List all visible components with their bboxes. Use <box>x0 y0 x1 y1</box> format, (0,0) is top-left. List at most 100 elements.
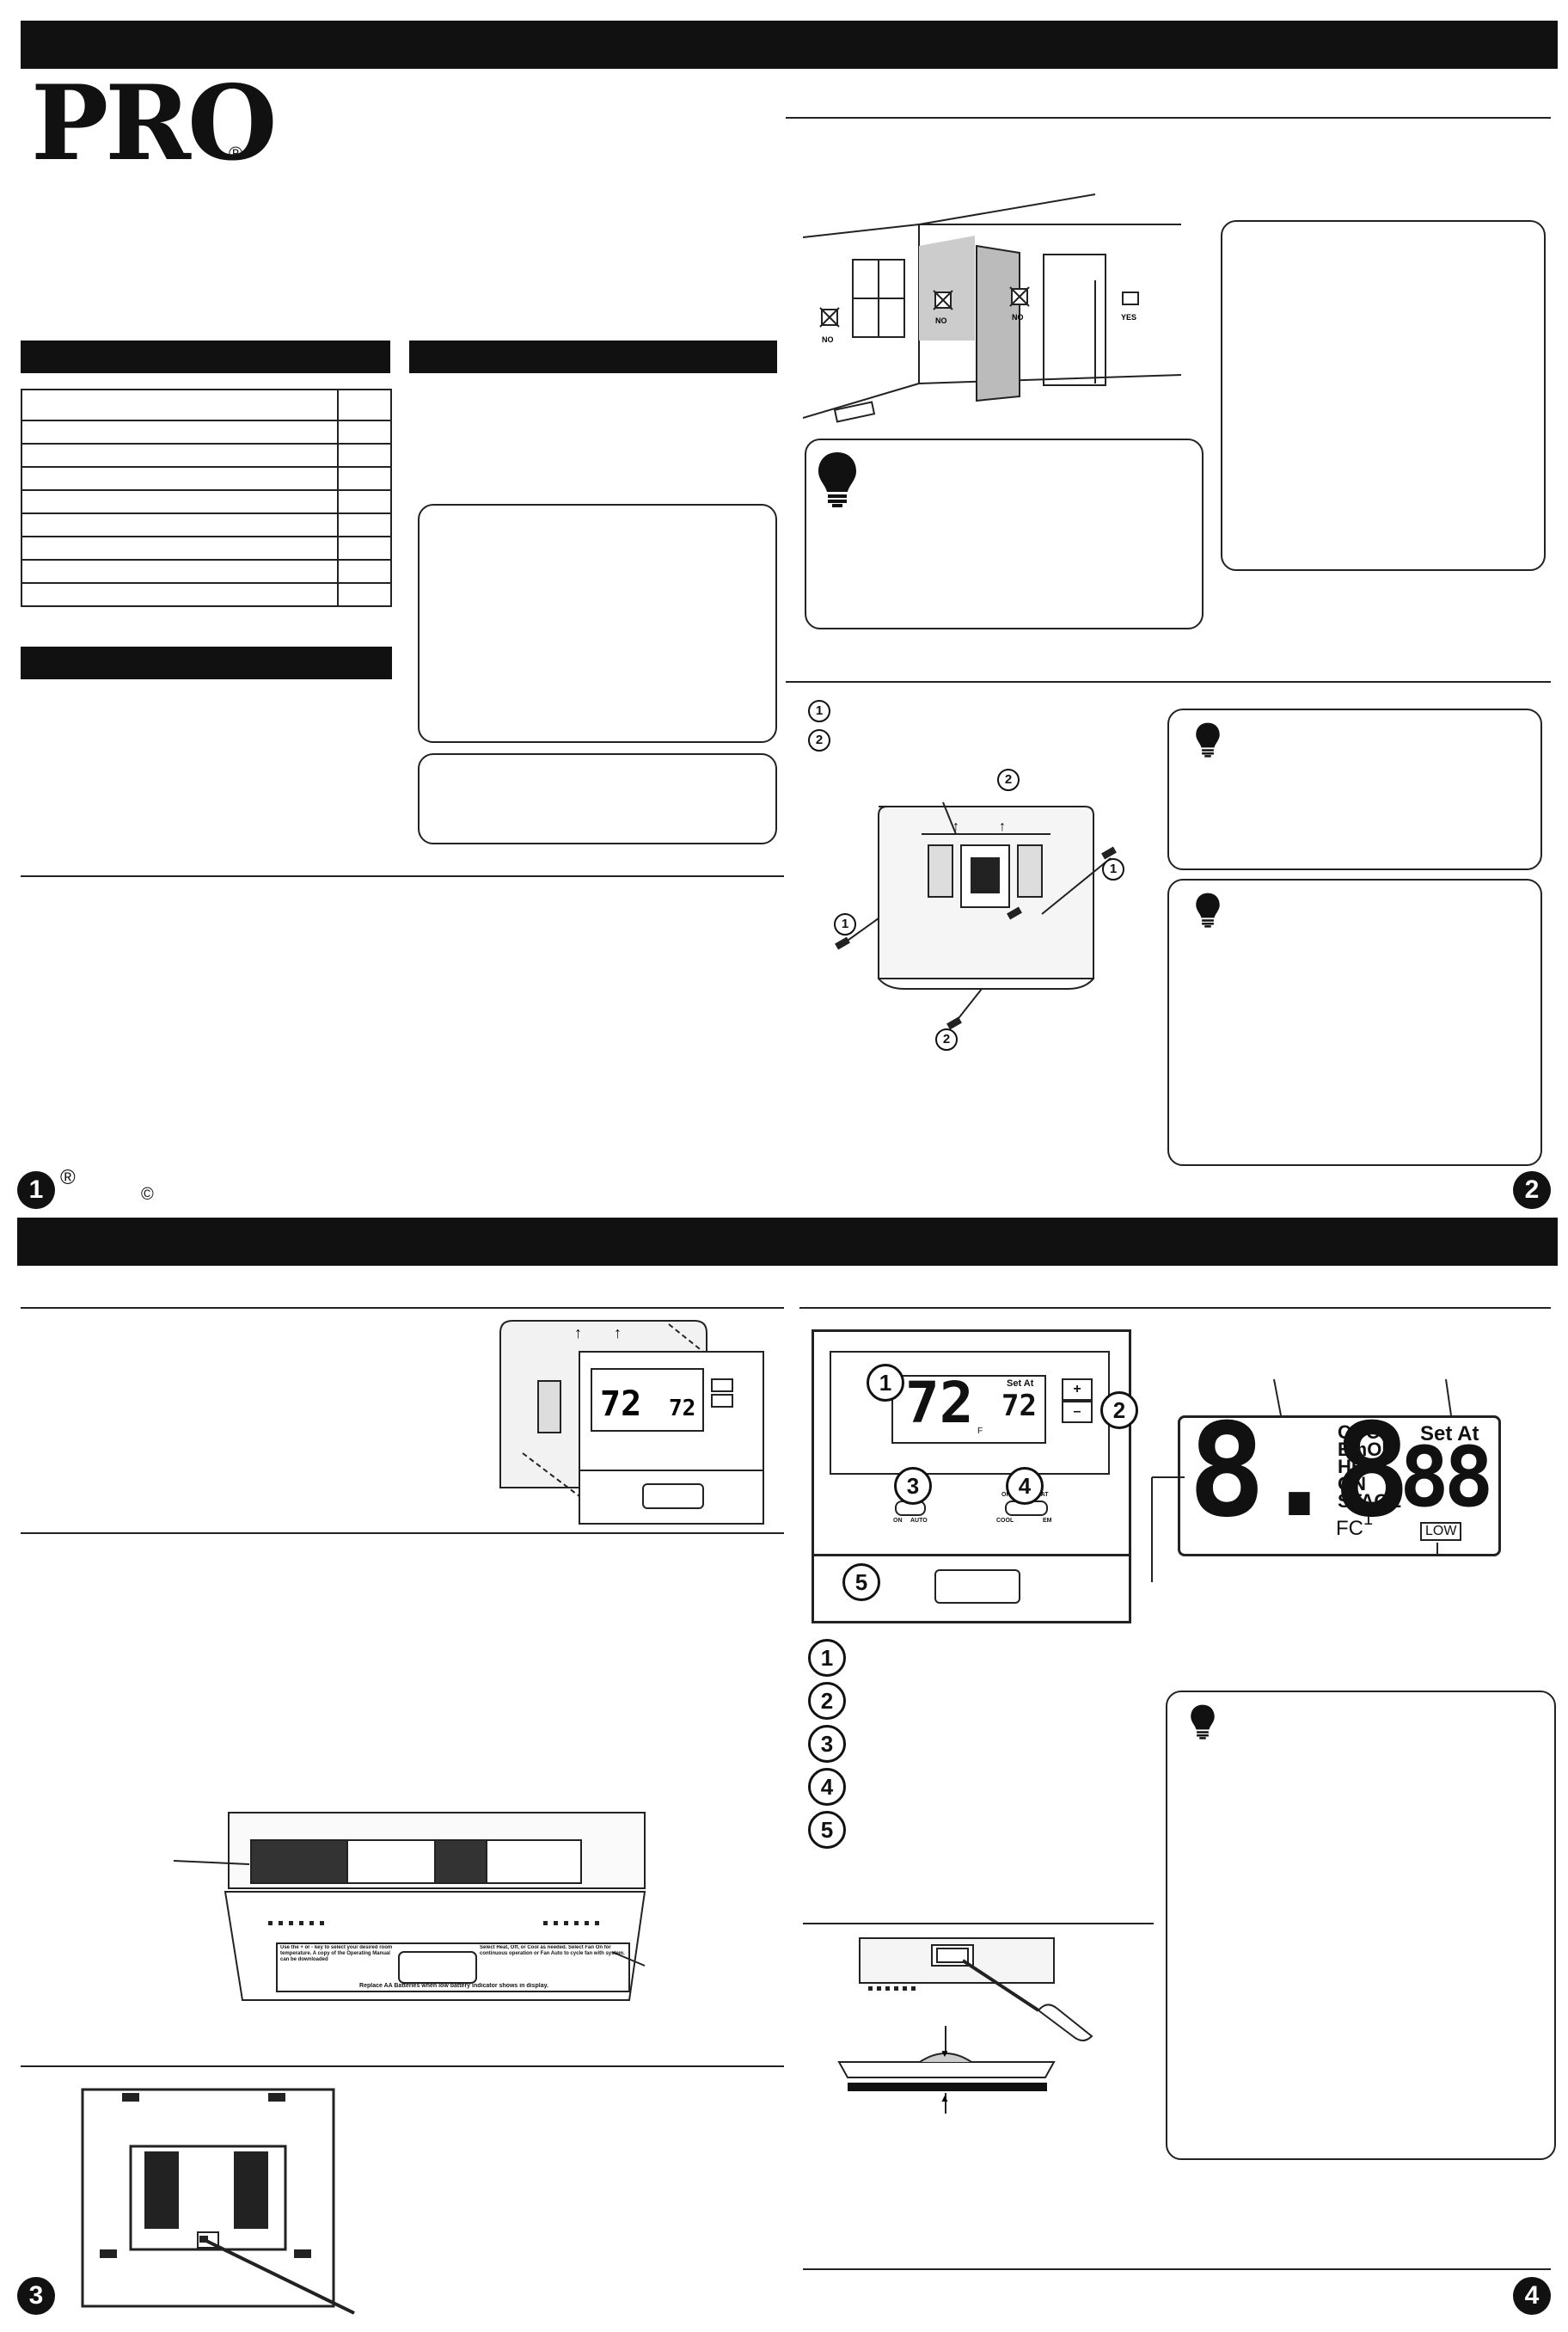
location-notes-box <box>1221 220 1546 571</box>
footer-copyright-mark: © <box>141 1185 154 1204</box>
screwdriver-removal-drawing: ▼ ▲ <box>837 1937 1093 2114</box>
divider-mounting-top <box>786 681 1551 683</box>
table-row <box>22 390 390 421</box>
lcd-fc-indicator: FC <box>1336 1517 1363 1540</box>
mount-callout-1-left: 1 <box>834 913 856 936</box>
lcd-mode-on: ON <box>1338 1473 1366 1494</box>
divider-page4-bottom <box>803 2268 1551 2270</box>
tip-box-location <box>805 439 1204 629</box>
callout-1: 1 <box>867 1364 904 1402</box>
tip-box-display <box>1166 1691 1556 2160</box>
svg-text:↑: ↑ <box>574 1324 582 1341</box>
legend-number-1: 1 <box>808 1639 846 1677</box>
table-row <box>22 491 390 514</box>
info-box-small <box>418 753 777 844</box>
lightbulb-icon <box>818 452 856 507</box>
lightbulb-icon <box>1191 1704 1215 1740</box>
temperature-unit: F <box>977 1427 983 1436</box>
mount-callout-1-right: 1 <box>1102 858 1124 881</box>
legend-number-2: 2 <box>808 1682 846 1720</box>
room-temperature: 72 <box>905 1370 974 1436</box>
low-battery-indicator: LOW <box>1420 1522 1462 1541</box>
location-label-no-3: NO <box>1012 313 1024 322</box>
page-number-3: 3 <box>17 2277 55 2315</box>
divider-page4-top <box>799 1307 1551 1309</box>
mount-callout-2-top: 2 <box>997 769 1020 791</box>
pro-logo: PRO <box>31 72 277 175</box>
attach-room-temp: 72 <box>600 1384 641 1424</box>
location-label-yes: YES <box>1121 313 1136 322</box>
mount-callout-2-bottom: 2 <box>935 1028 958 1051</box>
svg-text:↑: ↑ <box>952 819 959 834</box>
lcd-set-at-label: Set At <box>1420 1422 1479 1445</box>
temp-up-button[interactable]: + <box>1062 1378 1093 1401</box>
section-bar-contents <box>21 341 390 373</box>
divider-page1 <box>21 875 784 877</box>
battery-label-left-text: Use the + or - key to select your desire… <box>280 1945 393 1962</box>
battery-label-right-text: Select Heat, Off, or Cool as needed. Sel… <box>480 1945 625 1956</box>
legend-number-3: 3 <box>808 1725 846 1763</box>
divider-location-top <box>786 117 1551 119</box>
battery-compartment-drawing: Use the + or - key to select your desire… <box>174 1812 646 2001</box>
lcd-mode-stage: STAGE <box>1338 1490 1402 1512</box>
lcd-stage-number: 1 <box>1363 1510 1374 1529</box>
location-label-no-2: NO <box>935 316 947 325</box>
thermostat-back-drawing <box>81 2088 355 2315</box>
thermostat-bottom-panel <box>814 1554 1129 1623</box>
contents-table <box>21 389 392 607</box>
lcd-leader-lines <box>1151 1378 1452 1582</box>
section-bar-specs <box>409 341 777 373</box>
divider-battery-top <box>21 1532 784 1534</box>
lightbulb-icon <box>1196 893 1220 928</box>
temp-down-button[interactable]: – <box>1062 1401 1093 1423</box>
fan-label-auto: AUTO <box>910 1518 928 1524</box>
battery-door-button[interactable] <box>934 1569 1020 1604</box>
set-temperature: 72 <box>1001 1389 1037 1423</box>
tip-box-mount-1 <box>1167 709 1542 870</box>
logo-text: PRO <box>31 63 277 184</box>
legend-number-5: 5 <box>808 1811 846 1849</box>
lcd-mode-heat: HEAT <box>1338 1456 1388 1477</box>
svg-text:↑: ↑ <box>614 1324 622 1341</box>
table-row <box>22 561 390 584</box>
callout-4: 4 <box>1006 1467 1044 1505</box>
bottom-header-bar <box>17 1218 1558 1266</box>
svg-text:↑: ↑ <box>999 819 1006 834</box>
callout-3: 3 <box>894 1467 932 1505</box>
table-row <box>22 537 390 561</box>
legend-number-4: 4 <box>808 1768 846 1806</box>
location-label-no-1: NO <box>822 335 834 344</box>
table-row <box>22 468 390 491</box>
step-number-2: 2 <box>808 729 830 752</box>
table-row <box>22 584 390 605</box>
lcd-big-digits: 8.8 <box>1188 1396 1411 1546</box>
callout-2: 2 <box>1100 1391 1138 1429</box>
lightbulb-icon <box>1196 722 1220 758</box>
lcd-detail <box>1178 1415 1501 1556</box>
attach-thermostat-drawing: 72 72 ↑ ↑ <box>499 1320 764 1525</box>
top-header-bar <box>21 21 1558 69</box>
step-number-1: 1 <box>808 700 830 722</box>
lcd-window <box>891 1375 1046 1444</box>
svg-text:▼: ▼ <box>940 2047 950 2059</box>
set-at-label: Set At <box>1007 1378 1034 1389</box>
fan-label-on: ON <box>893 1518 903 1524</box>
thermostat-location-diagram: NO NO NO YES <box>803 193 1182 423</box>
lcd-mode-emon: EmON <box>1338 1439 1396 1460</box>
wallplate-mounting-drawing: ↑ ↑ <box>835 801 1117 1030</box>
divider-page3-top <box>21 1307 784 1309</box>
page-number-1: 1 <box>17 1171 55 1209</box>
divider-removal-top <box>803 1923 1154 1924</box>
footer-registered-mark: ® <box>60 1166 76 1189</box>
system-label-em: EM <box>1043 1518 1052 1524</box>
table-row <box>22 445 390 468</box>
divider-backplate-top <box>21 2065 784 2067</box>
table-row <box>22 421 390 445</box>
system-label-cool: COOL <box>996 1518 1014 1524</box>
section-bar-notes <box>21 647 392 679</box>
lcd-mode-list: COOL EmON HEAT ON STAGE <box>1338 1423 1402 1512</box>
logo-registered-mark: ® <box>229 143 243 164</box>
tip-box-mount-2 <box>1167 879 1542 1166</box>
page-number-2: 2 <box>1513 1171 1551 1209</box>
attach-set-temp: 72 <box>669 1396 695 1421</box>
